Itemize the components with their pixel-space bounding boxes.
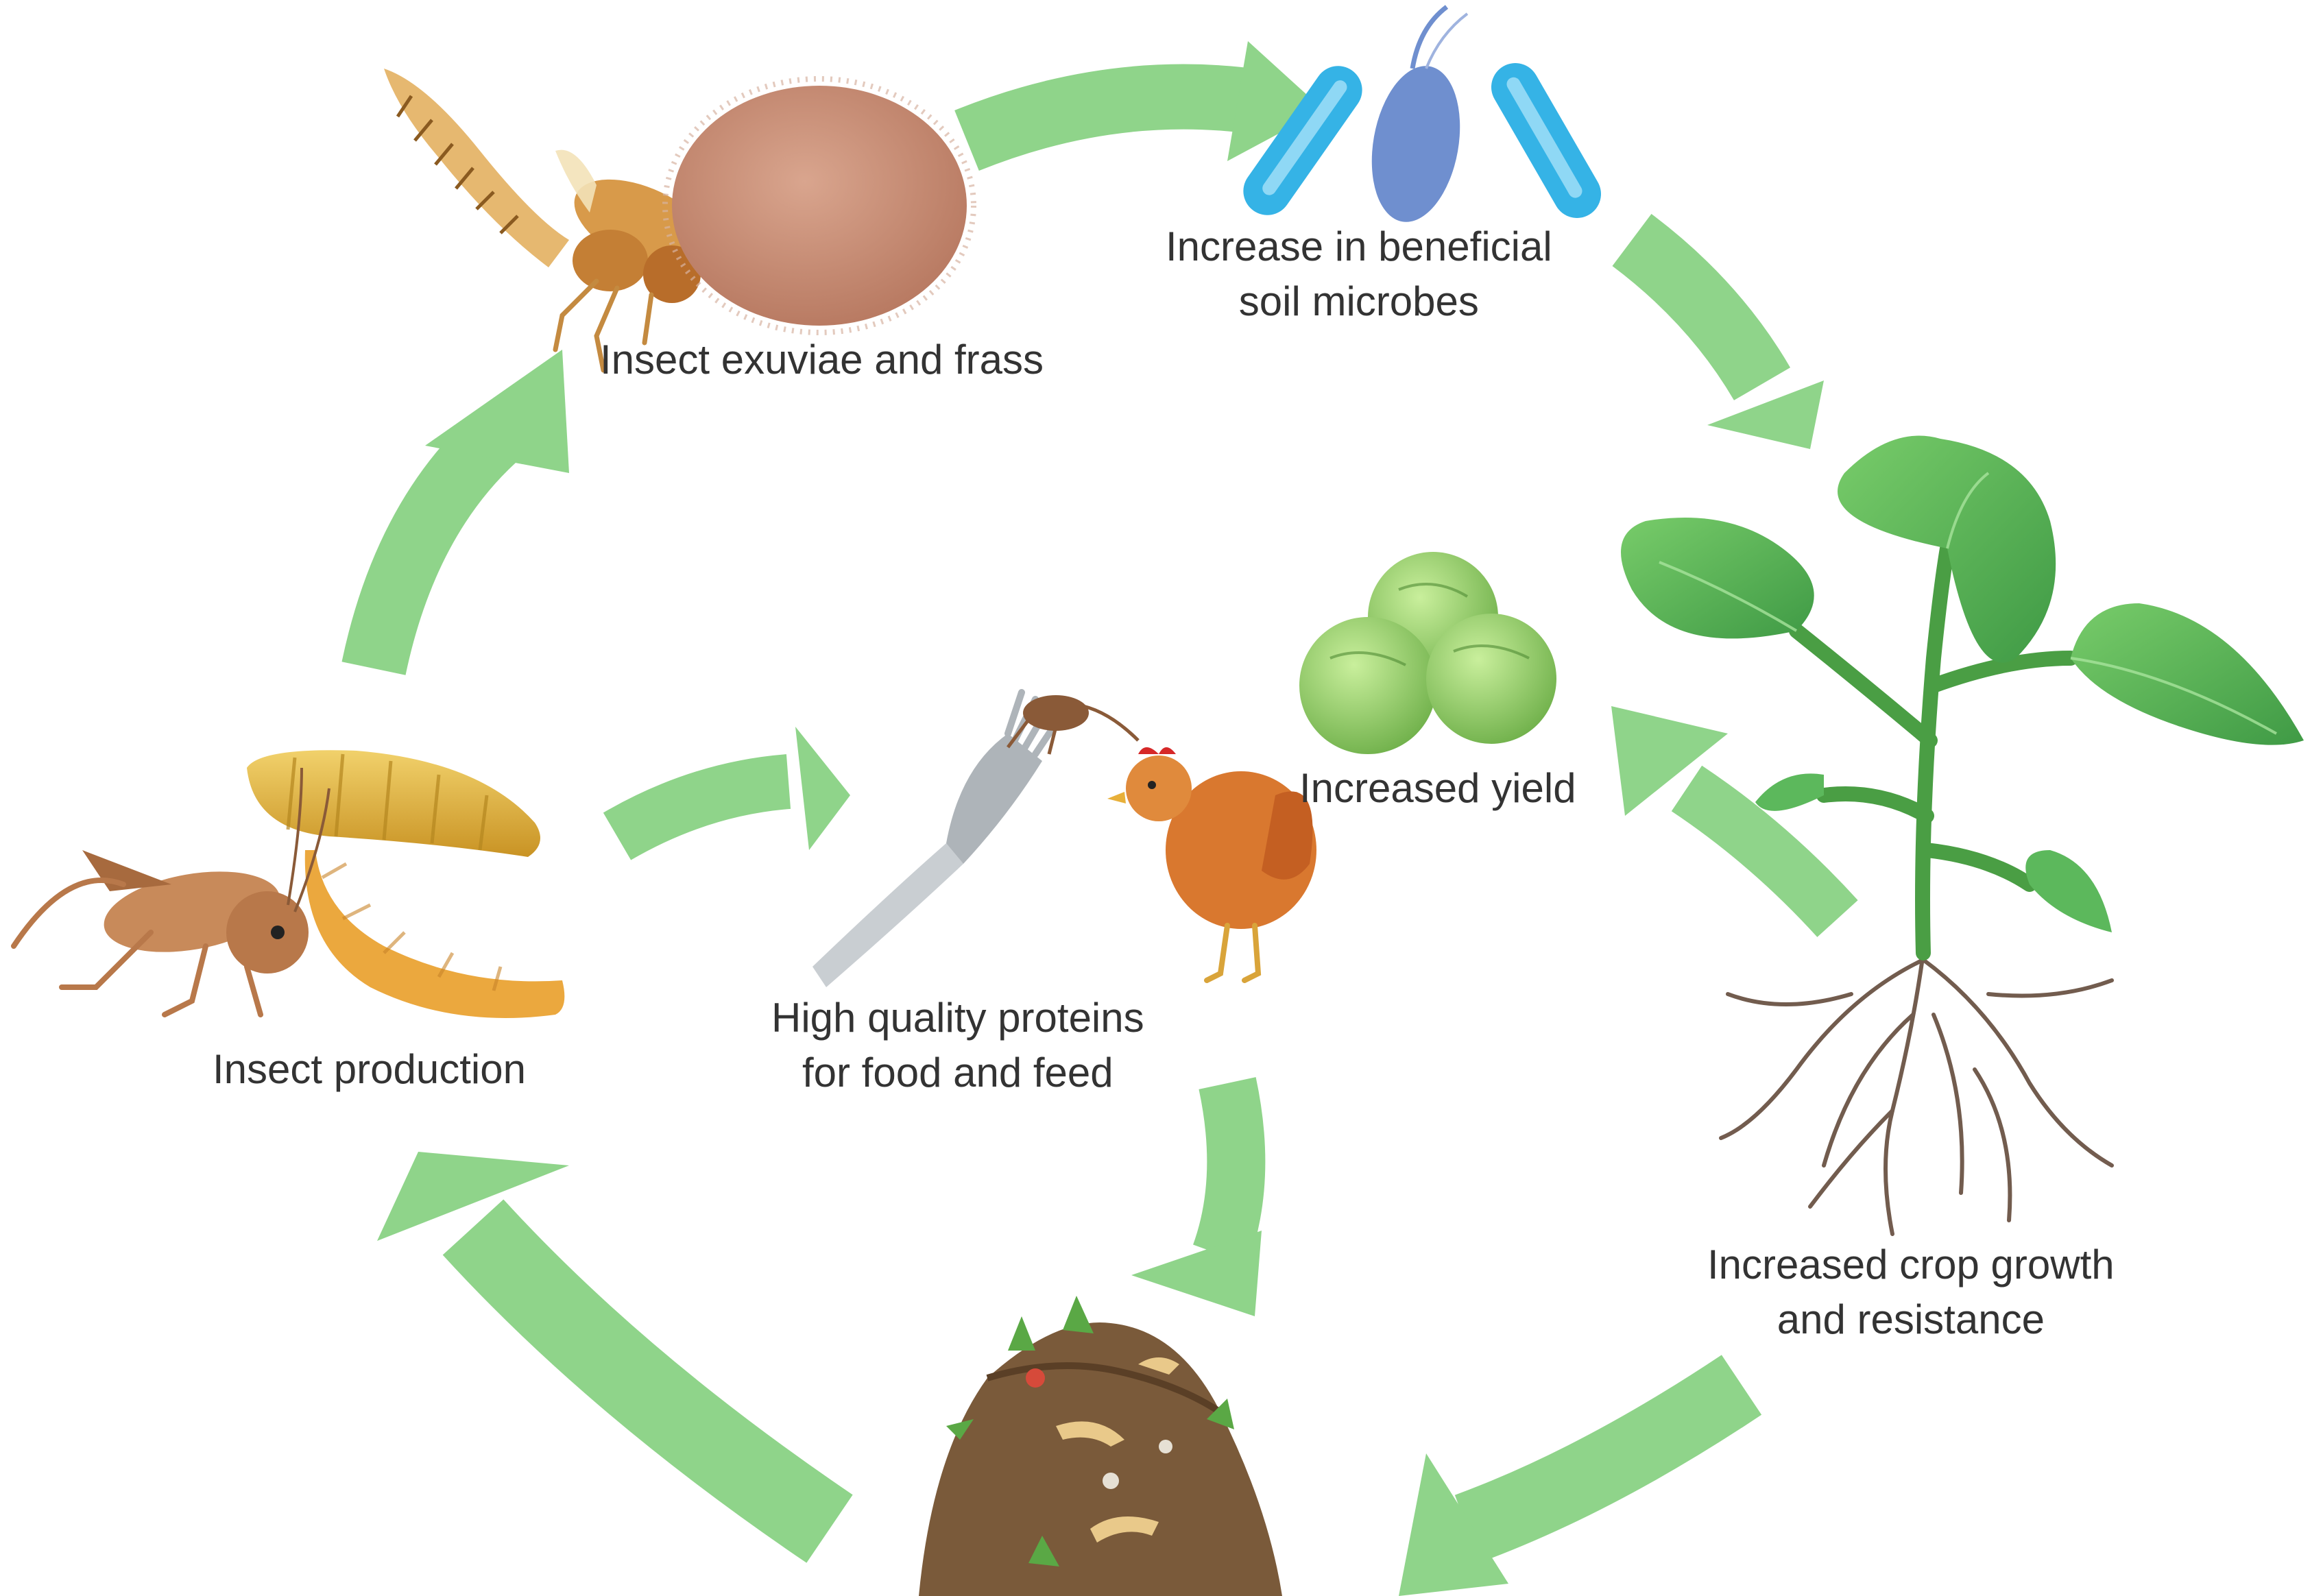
fork-cricket-icon [813,689,1140,987]
cricket-icon [11,767,330,1017]
label-insect-production: Insect production [213,1046,526,1092]
plant-leaf-left [1621,518,1814,639]
arrow-frass-to-microbes-head [1227,41,1323,161]
label-beneficial-soil-microbes: Increase in beneficial soil microbes [1166,223,1552,324]
arrow-compost-to-production [442,1199,853,1563]
arrow-proteins-to-compost-head [1131,1231,1262,1316]
plant-leaf-top [1838,435,2056,663]
arrow-crop-to-compost [1454,1355,1762,1563]
arrow-production-to-proteins-head [795,727,850,850]
cycle-arrows [341,41,1858,1596]
label-insect-exuviae-frass: Insect exuviae and frass [600,337,1044,383]
plant-leaf-small-right [2025,850,2112,932]
arrow-microbes-to-crop-head [1707,380,1824,449]
fly-icon [384,69,715,373]
microbes-icon [1243,5,1601,222]
arrow-frass-to-microbes [954,64,1260,171]
arrow-crop-to-yield-head [1611,706,1728,816]
cabbage-plant-icon [1621,435,2304,1236]
plant-leaf-small-left [1755,773,1824,811]
larvae-icon [247,750,565,1018]
arrow-crop-to-compost-head [1399,1453,1508,1596]
frass-pile-icon [662,76,976,335]
brussels-sprouts-icon [1299,552,1556,754]
arrow-production-to-frass [341,415,516,675]
arrow-microbes-to-crop [1612,214,1791,401]
arrow-compost-to-production-head [377,1152,569,1241]
plant-leaf-right [2071,603,2304,745]
hen-icon [1107,747,1316,983]
arrow-crop-to-yield [1671,765,1858,937]
label-increased-crop-growth: Increased crop growth and resistance [1707,1242,2115,1342]
label-increased-yield: Increased yield [1299,765,1576,811]
arrow-proteins-to-compost [1192,1077,1266,1265]
label-high-quality-proteins: High quality proteins for food and feed [771,995,1144,1096]
arrow-production-to-frass-head [425,350,569,473]
arrow-production-to-proteins [603,754,791,860]
compost-heap-icon [919,1296,1282,1596]
